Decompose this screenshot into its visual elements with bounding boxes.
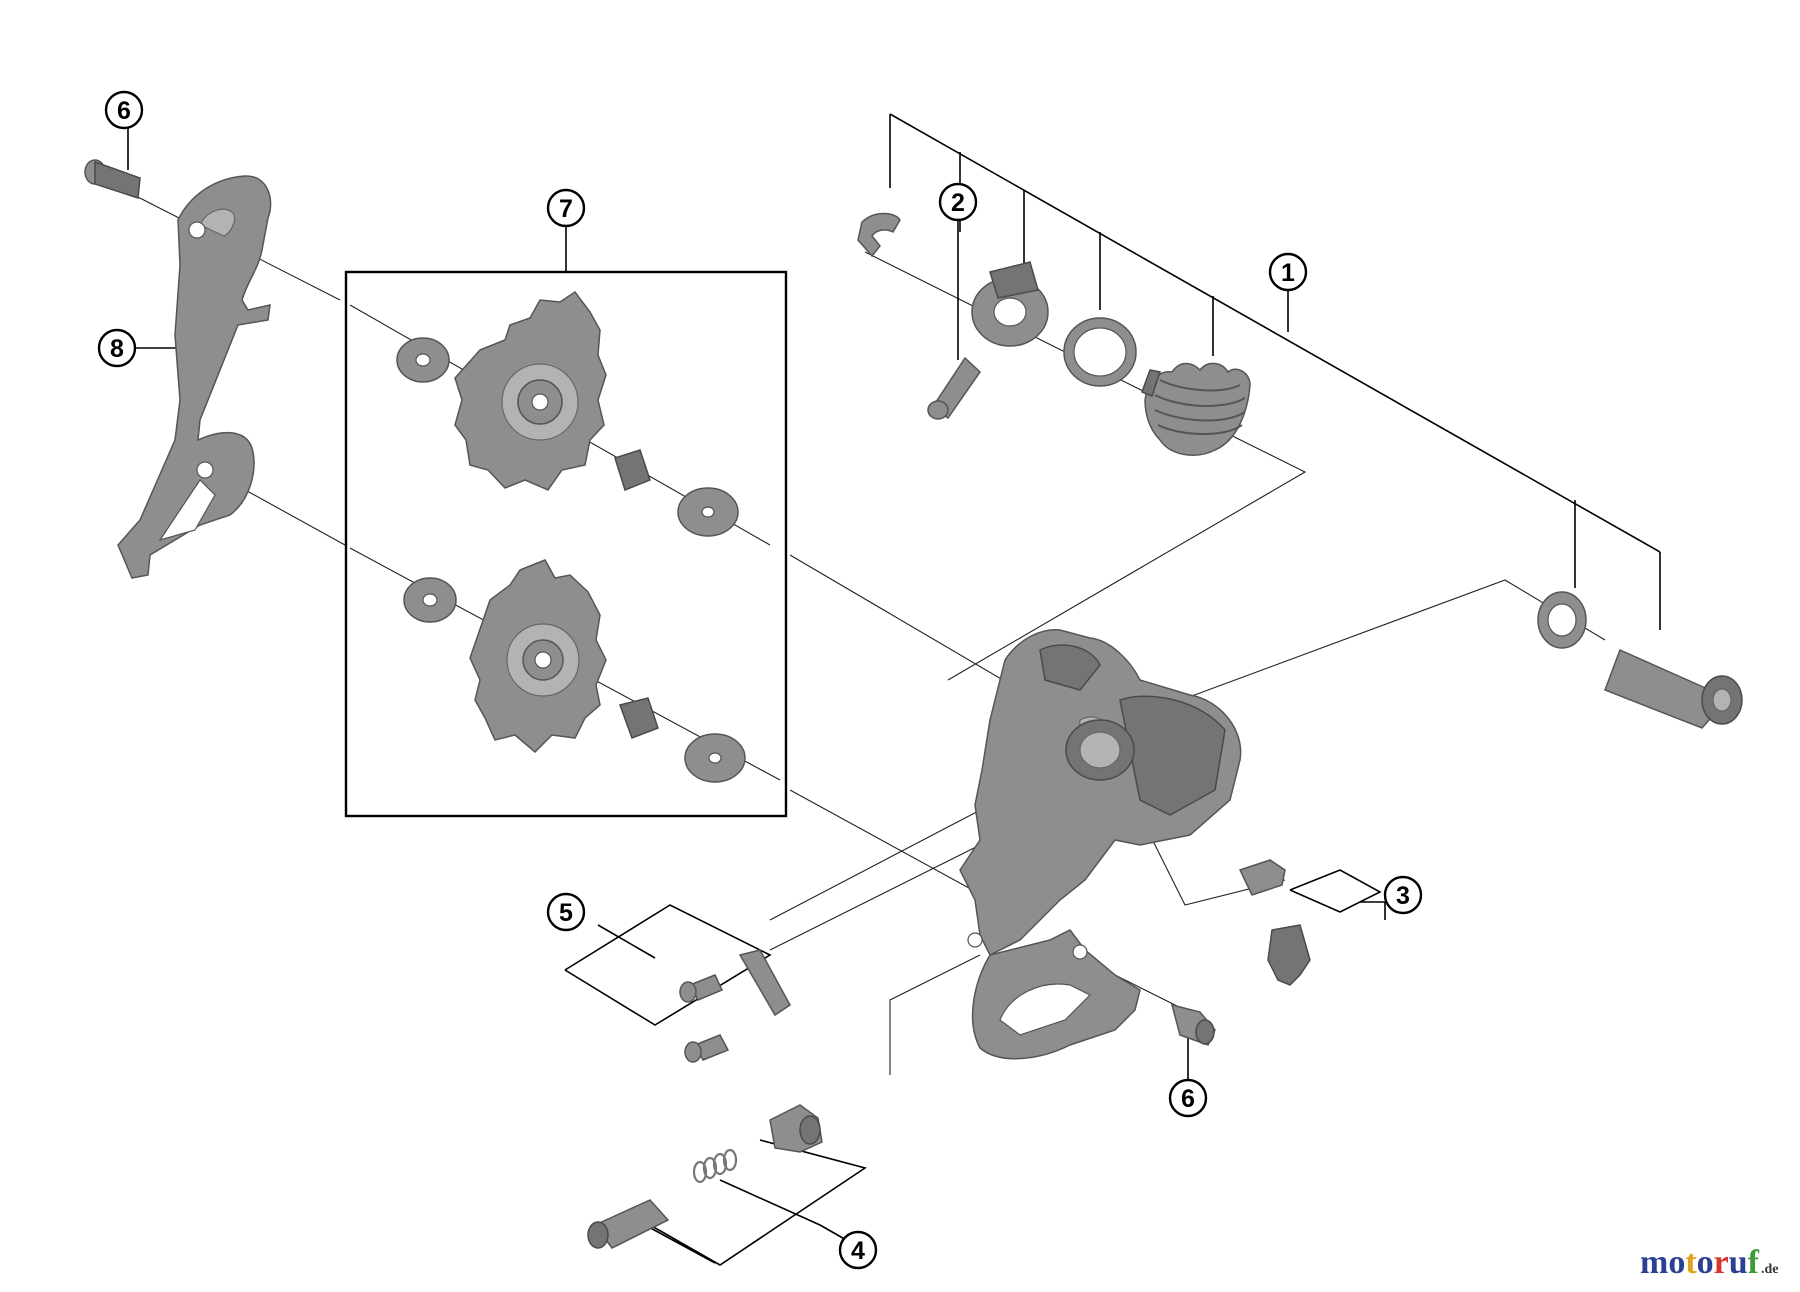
stop-screw [1238,859,1311,986]
pulley-lower [403,559,746,783]
callout-label-4: 4 [851,1237,865,1265]
barrel-adjuster [587,1104,823,1249]
callout-label-3: 3 [1396,882,1410,910]
brand-letter: m [1640,1244,1669,1281]
callout-label-5: 5 [559,899,573,927]
callout-3: 3 [1383,875,1423,915]
callout-label-8: 8 [110,335,124,363]
callout-label-7: 7 [559,195,573,223]
pulley-upper [396,290,739,537]
brand-letter: f [1747,1244,1759,1281]
brand-letter: t [1685,1244,1697,1281]
brand-name: motoruf [1640,1244,1759,1281]
callout-1: 1 [1268,252,1308,292]
callout-6-top: 6 [104,90,144,130]
derailleur-body [959,629,1242,1060]
callout-7: 7 [546,188,586,228]
callout-label-2: 2 [951,189,965,217]
callout-4: 4 [838,1230,878,1270]
assembly-lines [127,191,1606,1075]
b-tension-parts [857,212,1743,729]
callout-label-6-bottom: 6 [1181,1085,1195,1113]
callout-label-1: 1 [1281,259,1295,287]
brand-logo: motoruf.de [1640,1244,1779,1282]
brand-tld: .de [1761,1262,1779,1277]
brand-letter: o [1696,1244,1714,1281]
callout-5: 5 [546,892,586,932]
inner-cage-plate [117,175,272,579]
cage-bolt-bottom [1170,1003,1216,1046]
pulley-set-box [344,270,788,818]
callout-6-bottom: 6 [1168,1078,1208,1118]
cage-bolt-top [84,159,141,200]
link-pins [679,949,791,1063]
callout-brackets [127,113,1661,1266]
callout-label-6-top: 6 [117,97,131,125]
brand-letter: o [1668,1244,1686,1281]
callout-8: 8 [97,328,137,368]
brand-letter: r [1713,1244,1729,1281]
brand-letter: u [1728,1244,1748,1281]
callout-2: 2 [938,182,978,222]
